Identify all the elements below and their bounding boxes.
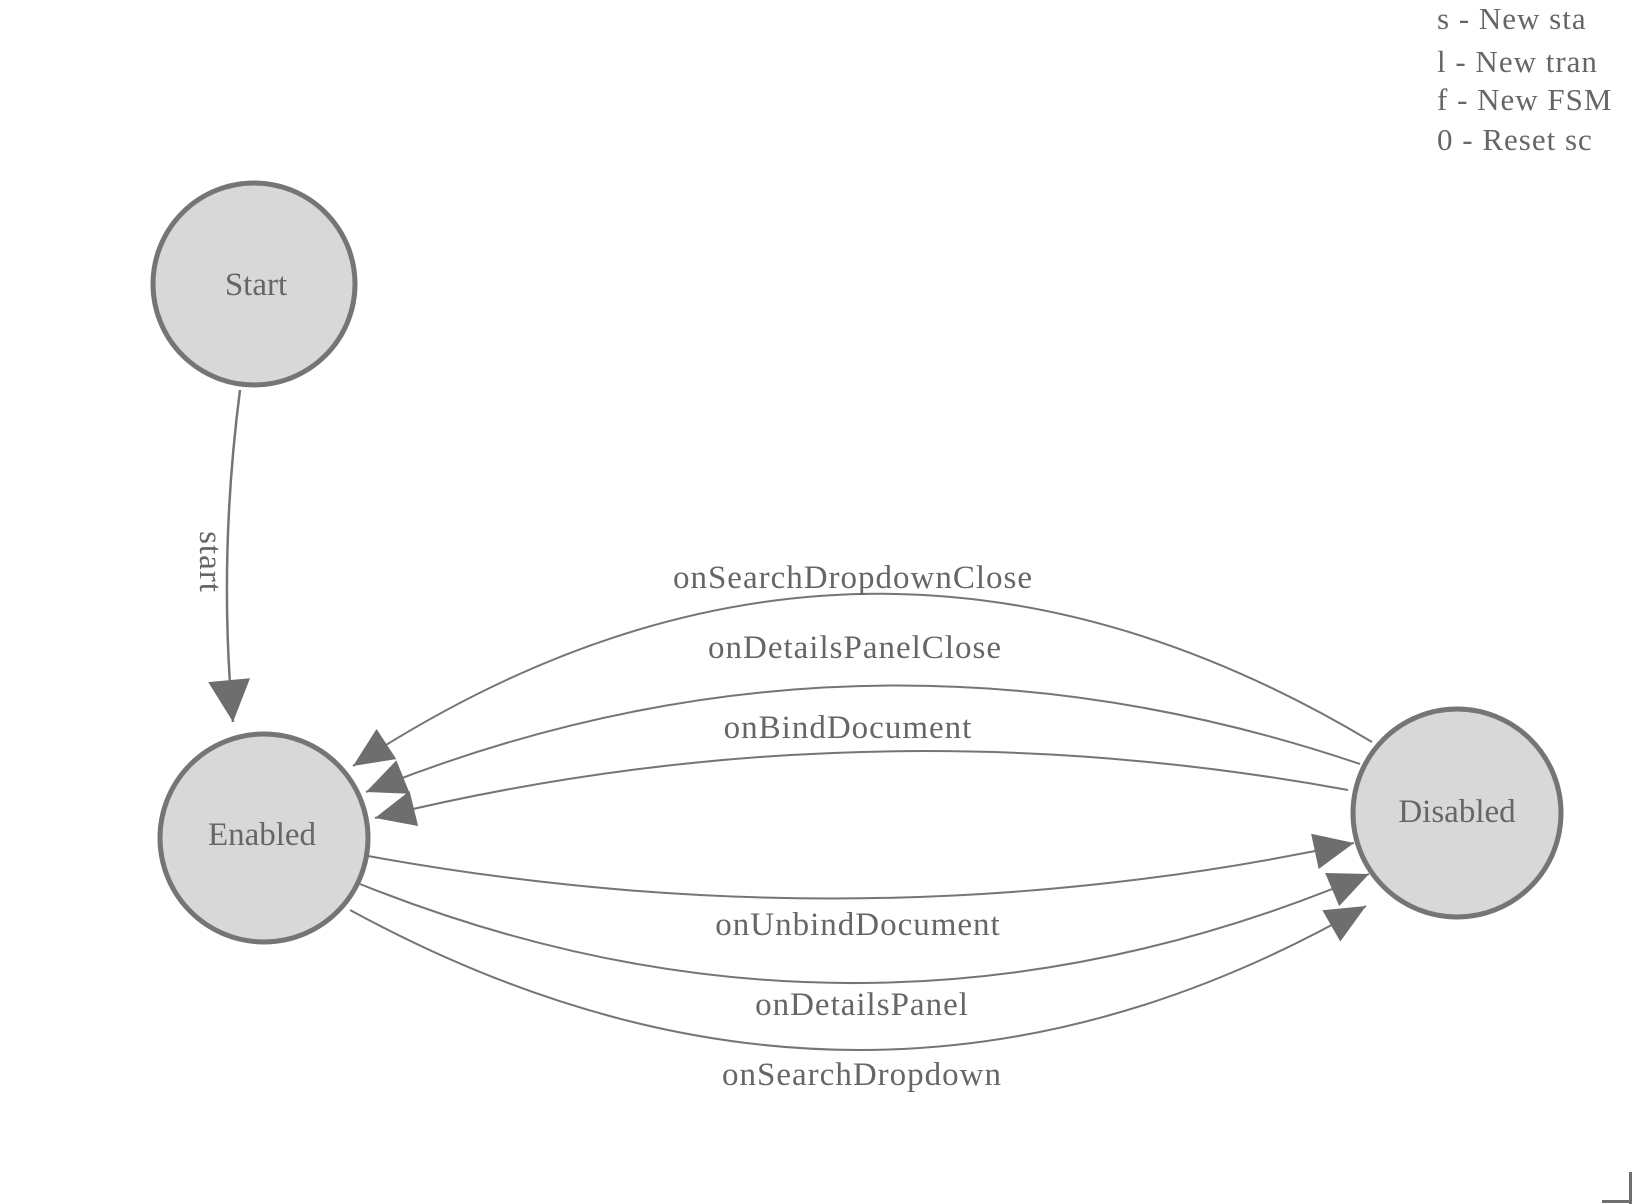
- state-node-disabled: Disabled: [1350, 706, 1564, 920]
- edge-onUnbindDocument[interactable]: [367, 833, 1355, 900]
- edge-label-onSearchDropdown: onSearchDropdown: [722, 1057, 1002, 1093]
- state-node-enabled: Enabled: [157, 731, 371, 945]
- edge-onBindDocument[interactable]: [374, 750, 1349, 826]
- state-circle-enabled[interactable]: [157, 731, 371, 945]
- state-node-start: Start: [150, 180, 358, 388]
- edge-onDetailsPanel[interactable]: [359, 873, 1370, 985]
- edge-label-start: start: [192, 531, 228, 593]
- canvas-corner: [1602, 1172, 1632, 1204]
- state-label-disabled: Disabled: [1398, 794, 1516, 830]
- edge-onSearchDropdownClose[interactable]: [352, 592, 1373, 767]
- state-circle-start[interactable]: [150, 180, 358, 388]
- edge-label-onUnbindDocument: onUnbindDocument: [715, 907, 1000, 943]
- legend-line-new-state: s - New sta: [1437, 1, 1587, 36]
- legend-line-new-fsm: f - New FSM: [1437, 82, 1612, 117]
- state-circle-disabled[interactable]: [1350, 706, 1564, 920]
- hotkey-legend: s - New sta l - New tran f - New FSM 0 -…: [1437, 1, 1612, 157]
- edge-label-onDetailsPanel: onDetailsPanel: [755, 987, 969, 1023]
- edge-start[interactable]: [208, 389, 251, 723]
- legend-line-new-transition: l - New tran: [1437, 44, 1598, 79]
- edge-onSearchDropdown[interactable]: [349, 905, 1367, 1051]
- edge-label-onSearchDropdownClose: onSearchDropdownClose: [673, 560, 1033, 596]
- legend-line-reset: 0 - Reset sc: [1437, 122, 1593, 157]
- edge-label-onBindDocument: onBindDocument: [724, 710, 973, 746]
- edge-label-onDetailsPanelClose: onDetailsPanelClose: [708, 630, 1002, 666]
- state-label-enabled: Enabled: [208, 817, 317, 853]
- state-label-start: Start: [225, 267, 287, 303]
- edge-onDetailsPanelClose[interactable]: [365, 684, 1361, 794]
